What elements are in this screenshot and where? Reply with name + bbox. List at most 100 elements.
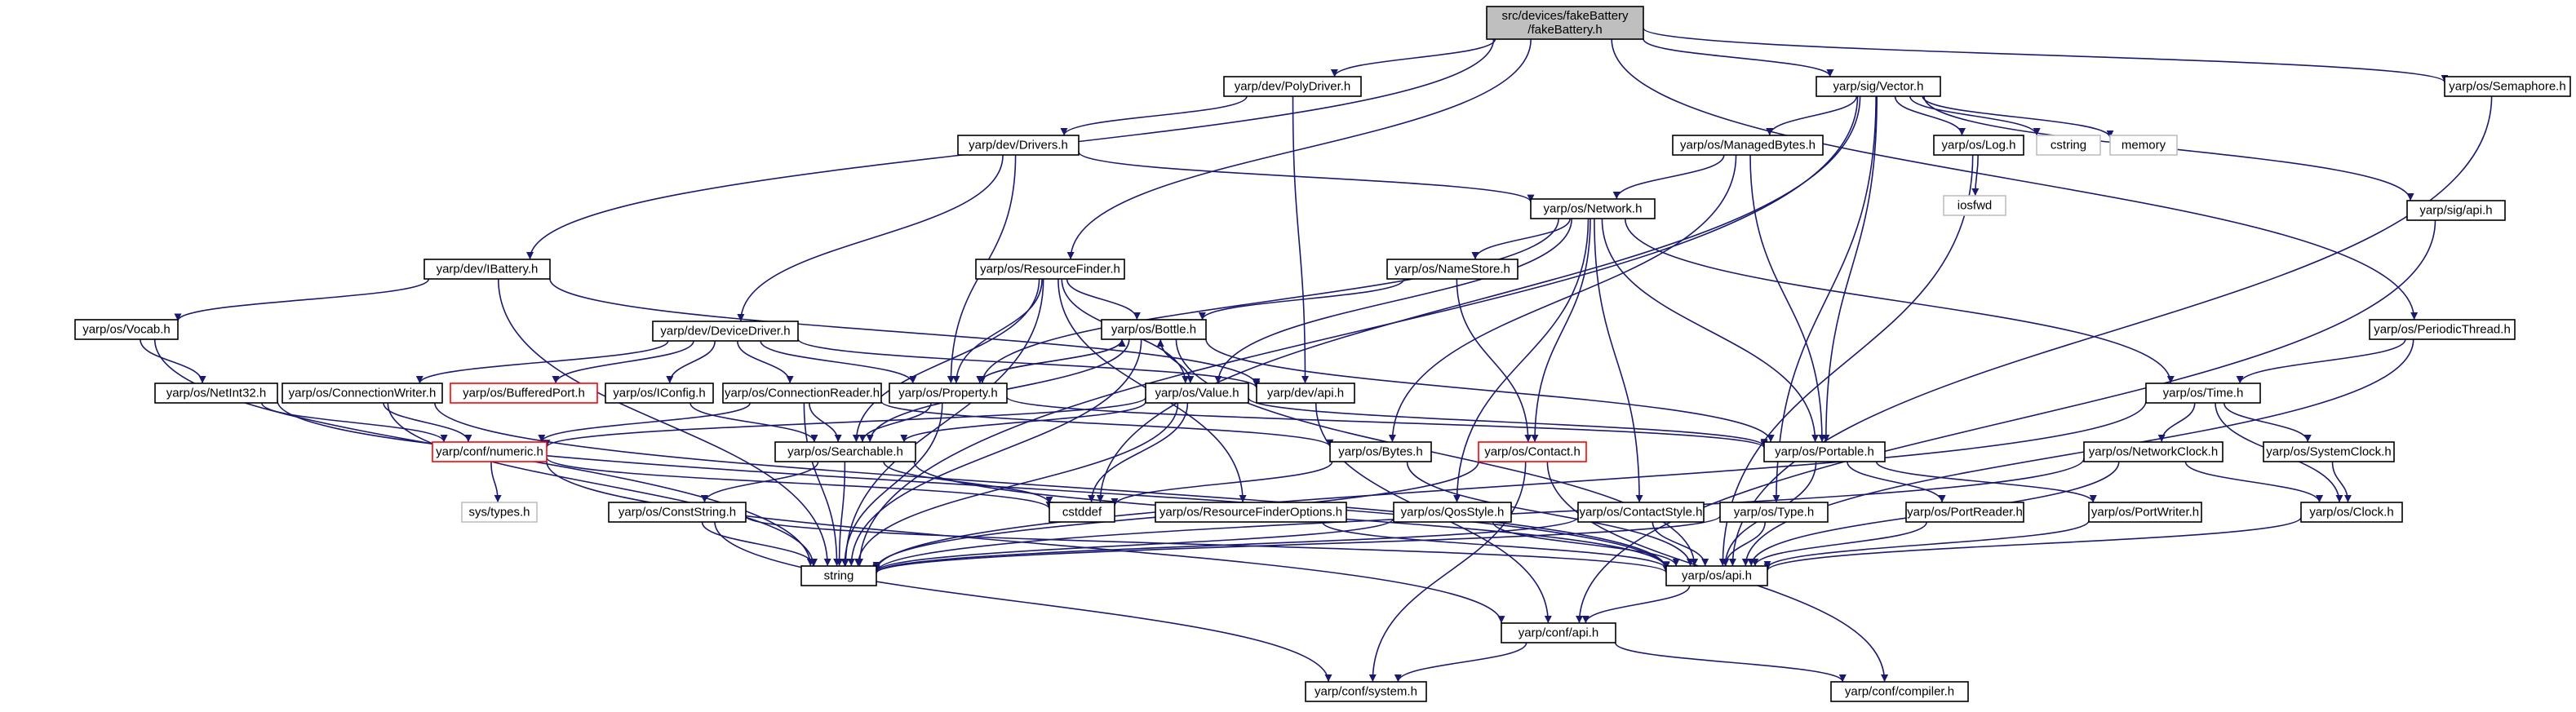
- node-log[interactable]: yarp/os/Log.h: [1933, 135, 2024, 156]
- node-label: yarp/os/BufferedPort.h: [463, 387, 585, 400]
- node-managedbytes[interactable]: yarp/os/ManagedBytes.h: [1672, 135, 1824, 156]
- node-confapi[interactable]: yarp/conf/api.h: [1501, 622, 1616, 643]
- node-box: [2088, 502, 2202, 523]
- node-memory[interactable]: memory: [2109, 135, 2178, 156]
- node-time[interactable]: yarp/os/Time.h: [2145, 383, 2261, 404]
- edge-log-to-iosfwd: [1971, 154, 1980, 197]
- node-vocab[interactable]: yarp/os/Vocab.h: [74, 319, 179, 340]
- node-contact[interactable]: yarp/os/Contact.h: [1478, 441, 1587, 462]
- node-systemclock[interactable]: yarp/os/SystemClock.h: [2263, 441, 2395, 462]
- node-label: yarp/os/Bytes.h: [1338, 445, 1422, 459]
- node-connectionreader[interactable]: yarp/os/ConnectionReader.h: [722, 383, 882, 404]
- edge-network-to-property: [978, 218, 1559, 384]
- node-osapi[interactable]: yarp/os/api.h: [1665, 565, 1768, 586]
- node-cstddef[interactable]: cstddef: [1049, 502, 1115, 523]
- node-netint32[interactable]: yarp/os/NetInt32.h: [154, 383, 278, 404]
- node-sigapi[interactable]: yarp/sig/api.h: [2406, 200, 2506, 221]
- edge-searchable-to-conststring: [700, 461, 819, 503]
- edge-systemclock-to-clock: [2331, 461, 2352, 503]
- node-box: [1665, 565, 1768, 586]
- edge-root-to-periodicthread: [1611, 38, 2419, 321]
- node-label: yarp/os/ManagedBytes.h: [1680, 139, 1816, 153]
- node-label: yarp/sig/Vector.h: [1833, 80, 1924, 94]
- node-type[interactable]: yarp/os/Type.h: [1719, 502, 1829, 523]
- edge-time-to-systemclock: [2223, 402, 2312, 443]
- node-connectionwriter[interactable]: yarp/os/ConnectionWriter.h: [282, 383, 443, 404]
- edge-network-to-contactstyle: [1594, 218, 1643, 503]
- node-label: cstring: [2051, 139, 2086, 153]
- node-conststring[interactable]: yarp/os/ConstString.h: [608, 502, 747, 523]
- node-clock[interactable]: yarp/os/Clock.h: [2300, 502, 2403, 523]
- edge-numeric-to-cstddef: [546, 457, 1053, 510]
- node-iosfwd[interactable]: iosfwd: [1943, 195, 2006, 216]
- node-systypes[interactable]: sys/types.h: [461, 502, 538, 523]
- node-box: [652, 321, 799, 342]
- node-label: yarp/dev/api.h: [1267, 387, 1344, 400]
- edge-value-to-portable: [1248, 397, 1768, 447]
- edge-log-to-osapi: [1718, 154, 1974, 567]
- node-periodicthread[interactable]: yarp/os/PeriodicThread.h: [2369, 319, 2516, 340]
- node-resourcefinder[interactable]: yarp/os/ResourceFinder.h: [975, 259, 1125, 280]
- node-confsystem[interactable]: yarp/conf/system.h: [1305, 681, 1427, 702]
- edge-vector-to-log: [1894, 95, 1966, 136]
- edge-resourcefinderoptions-to-osapi: [1322, 521, 1670, 569]
- node-bytes[interactable]: yarp/os/Bytes.h: [1329, 441, 1432, 462]
- node-portable[interactable]: yarp/os/Portable.h: [1763, 441, 1886, 462]
- edge-devicedriver-to-iconfig: [666, 340, 716, 384]
- node-box: [774, 441, 916, 462]
- node-iconfig[interactable]: yarp/os/IConfig.h: [605, 383, 714, 404]
- node-searchable[interactable]: yarp/os/Searchable.h: [774, 441, 916, 462]
- node-drivers[interactable]: yarp/dev/Drivers.h: [957, 135, 1080, 156]
- node-box: [2369, 319, 2516, 340]
- node-root[interactable]: src/devices/fakeBattery/fakeBattery.h: [1486, 6, 1644, 40]
- node-numeric[interactable]: yarp/conf/numeric.h: [432, 441, 548, 462]
- node-qosstyle[interactable]: yarp/os/QosStyle.h: [1393, 502, 1512, 523]
- node-label: yarp/os/PortWriter.h: [2091, 506, 2199, 520]
- node-property[interactable]: yarp/os/Property.h: [889, 383, 1008, 404]
- node-label: yarp/os/ResourceFinderOptions.h: [1159, 506, 1342, 520]
- node-vector[interactable]: yarp/sig/Vector.h: [1816, 76, 1941, 97]
- node-semaphore[interactable]: yarp/os/Semaphore.h: [2444, 76, 2571, 97]
- node-ibattery[interactable]: yarp/dev/IBattery.h: [423, 259, 551, 280]
- node-label: yarp/os/NetInt32.h: [166, 387, 267, 400]
- node-contactstyle[interactable]: yarp/os/ContactStyle.h: [1577, 502, 1705, 523]
- node-confcompiler[interactable]: yarp/conf/compiler.h: [1830, 681, 1969, 702]
- edge-connectionwriter-to-numeric: [383, 402, 472, 443]
- node-networkclock[interactable]: yarp/os/NetworkClock.h: [2083, 441, 2224, 462]
- node-label: yarp/os/PeriodicThread.h: [2374, 323, 2511, 337]
- node-box: [1486, 6, 1644, 40]
- node-box: [1719, 502, 1829, 523]
- node-bufferedport[interactable]: yarp/os/BufferedPort.h: [450, 383, 598, 404]
- node-resourcefinderoptions[interactable]: yarp/os/ResourceFinderOptions.h: [1155, 502, 1347, 523]
- node-polydriver[interactable]: yarp/dev/PolyDriver.h: [1223, 76, 1362, 97]
- edge-managedbytes-to-portable: [1749, 154, 1826, 443]
- node-portwriter[interactable]: yarp/os/PortWriter.h: [2088, 502, 2202, 523]
- edge-network-to-value: [1214, 218, 1572, 384]
- node-bottle[interactable]: yarp/os/Bottle.h: [1101, 319, 1207, 340]
- edge-sigapi-to-confapi: [1576, 219, 2436, 624]
- node-namestore[interactable]: yarp/os/NameStore.h: [1386, 259, 1519, 280]
- node-label: yarp/os/Portable.h: [1775, 445, 1874, 459]
- node-devicedriver[interactable]: yarp/dev/DeviceDriver.h: [652, 321, 799, 342]
- node-portreader[interactable]: yarp/os/PortReader.h: [1905, 502, 2024, 523]
- node-value[interactable]: yarp/os/Value.h: [1145, 383, 1249, 404]
- edge-value-to-string: [854, 402, 1179, 567]
- edge-connectionreader-to-bytes: [880, 400, 1334, 448]
- edge-network-to-namestore: [1471, 218, 1571, 260]
- node-box: [2145, 383, 2261, 404]
- edge-property-to-string: [840, 402, 943, 567]
- node-label: yarp/os/NameStore.h: [1394, 263, 1510, 276]
- node-label: yarp/os/ContactStyle.h: [1580, 506, 1703, 520]
- node-box: [282, 383, 443, 404]
- edge-portable-to-portreader: [1847, 461, 1946, 503]
- node-devapi[interactable]: yarp/dev/api.h: [1256, 383, 1355, 404]
- edge-portwriter-to-osapi: [1763, 520, 2090, 569]
- node-cstring[interactable]: cstring: [2036, 135, 2101, 156]
- node-string[interactable]: string: [800, 565, 877, 586]
- edge-bottle-to-string: [847, 338, 1142, 567]
- node-label: yarp/os/Log.h: [1942, 139, 2016, 153]
- edge-root-to-polydriver: [1330, 38, 1496, 77]
- node-network[interactable]: yarp/os/Network.h: [1530, 198, 1656, 219]
- node-label: yarp/os/Value.h: [1155, 387, 1239, 400]
- node-label: yarp/os/ConnectionReader.h: [725, 387, 880, 400]
